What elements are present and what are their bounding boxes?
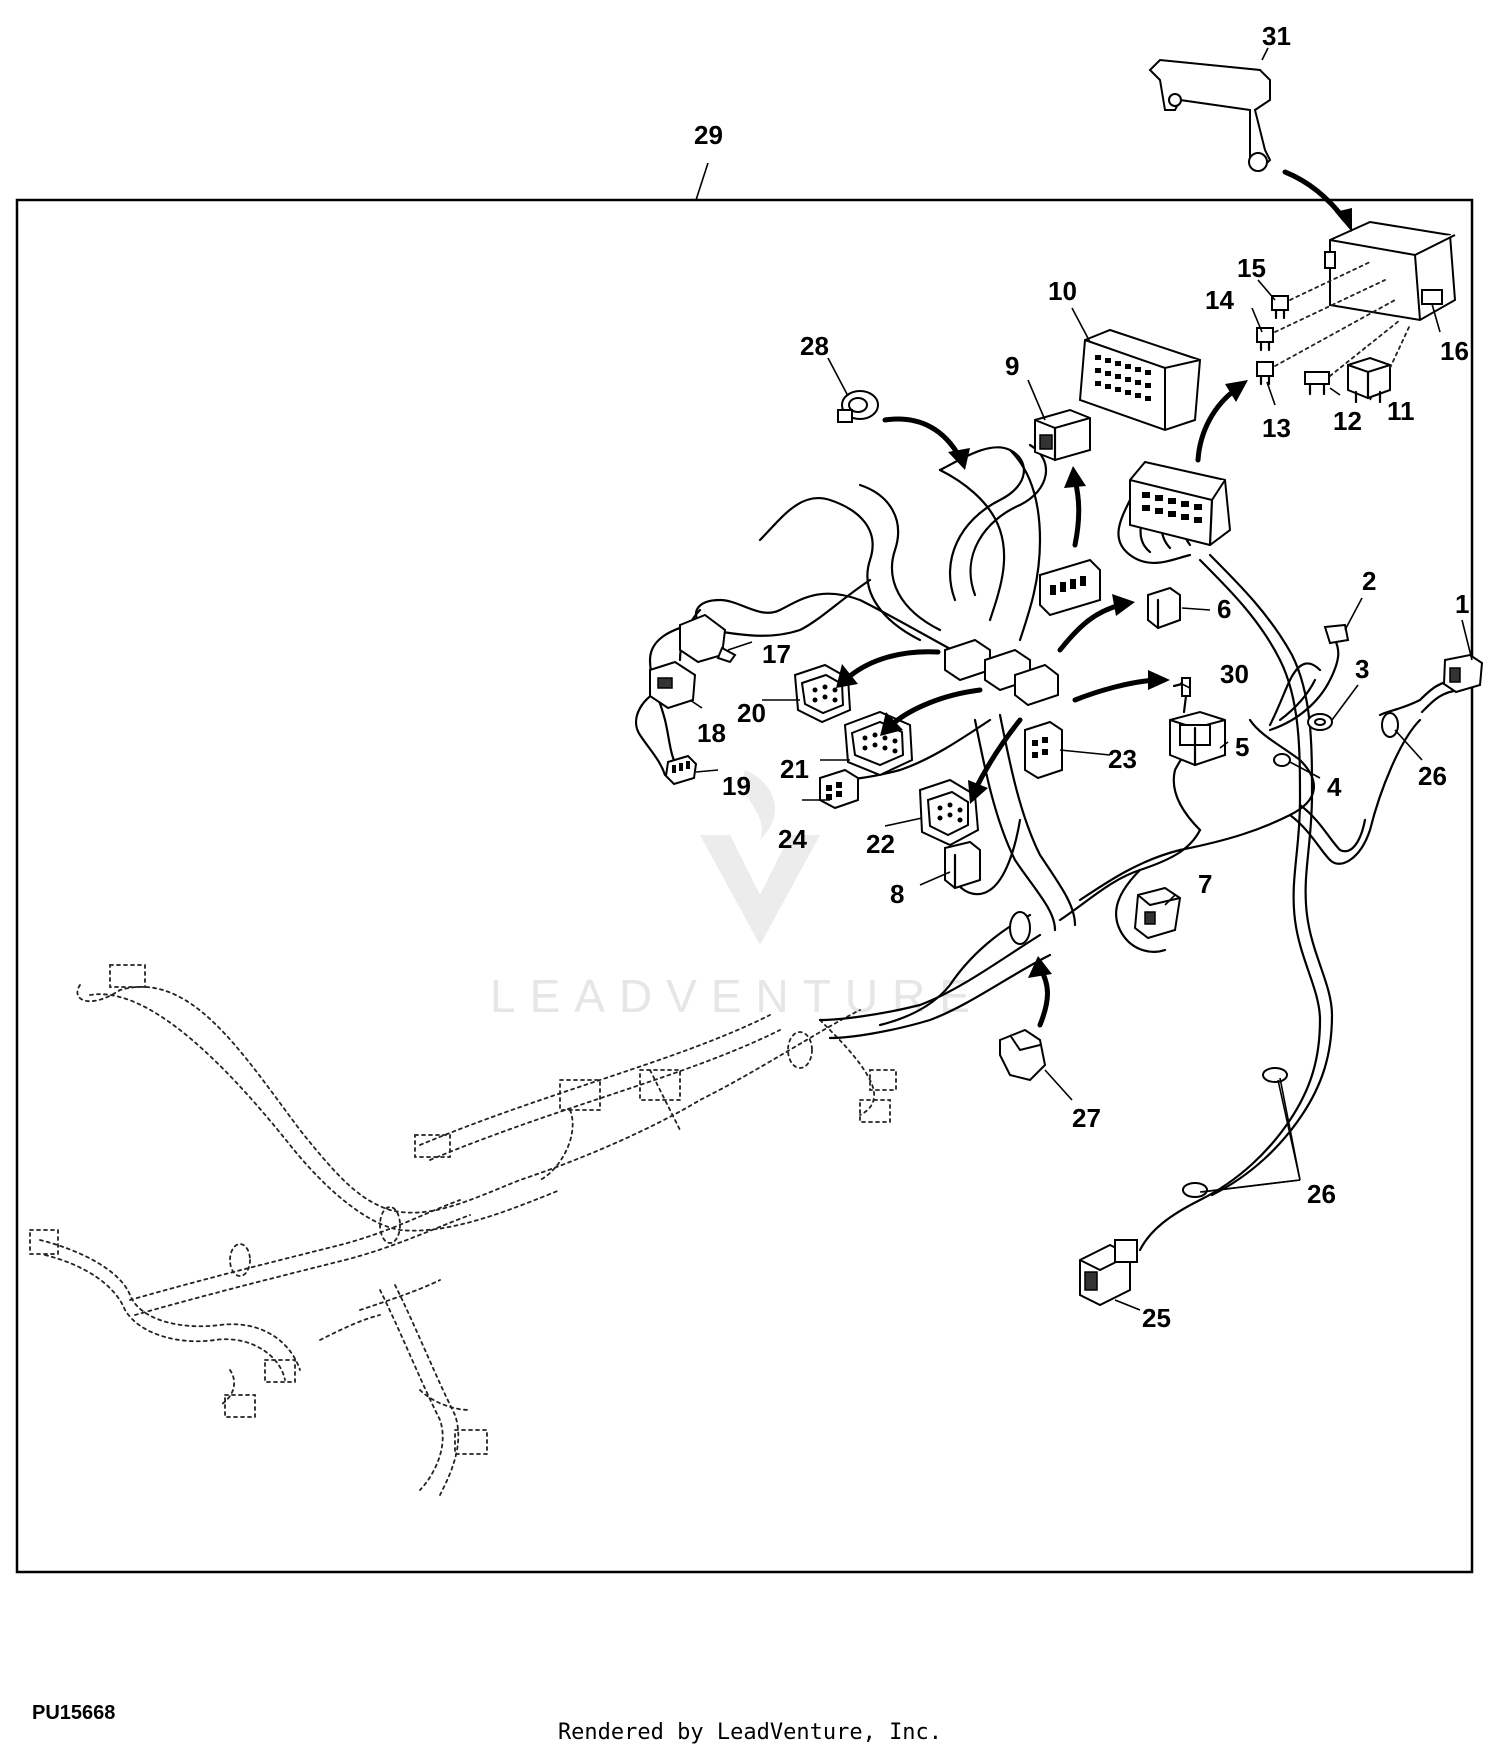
assembly-frame [15, 198, 1474, 1574]
callout-11: 11 [1387, 396, 1415, 426]
part-9-connector [1034, 408, 1091, 462]
callout-1: 1 [1455, 589, 1469, 619]
part-18-connector [649, 660, 697, 710]
part-3-ring-terminal [1307, 713, 1333, 731]
part-harness-main-connector [1039, 558, 1101, 617]
callout-28: 28 [800, 331, 829, 361]
part-26-tie-mid [1182, 1067, 1288, 1198]
watermark: LEADVENTURE [490, 770, 984, 1022]
part-clamp-lower [1009, 911, 1031, 945]
callout-19: 19 [722, 771, 751, 801]
callout-5: 5 [1235, 732, 1249, 762]
part-26-tie-top [1381, 712, 1399, 738]
callout-27: 27 [1072, 1103, 1101, 1133]
callout-22: 22 [866, 829, 895, 859]
part-1-connector [1442, 653, 1484, 694]
part-fuse-block-on-harness [1129, 460, 1232, 547]
part-22-connector [918, 778, 980, 847]
part-5-connector [1169, 710, 1226, 767]
render-credit: Rendered by LeadVenture, Inc. [557, 1720, 943, 1745]
part-2-terminal [1323, 623, 1350, 645]
callout-26-bottom: 26 [1307, 1179, 1336, 1209]
callout-labels: 1 2 3 4 5 6 7 8 9 10 11 12 13 14 15 16 1… [694, 21, 1469, 1333]
callout-6: 6 [1217, 594, 1231, 624]
callout-21: 21 [780, 754, 809, 784]
part-28-grommet [837, 390, 879, 423]
callout-12: 12 [1333, 406, 1362, 436]
assembly-arrows [836, 169, 1352, 1028]
callout-7: 7 [1198, 869, 1212, 899]
part-14-fuse [1256, 327, 1274, 352]
callout-30: 30 [1220, 659, 1249, 689]
part-24-connector [819, 768, 859, 810]
callout-24: 24 [778, 824, 807, 854]
callout-9: 9 [1005, 351, 1019, 381]
callout-20: 20 [737, 698, 766, 728]
figure-id: PU15668 [32, 1702, 116, 1724]
part-10-fuse-block [1078, 328, 1202, 432]
watermark-text: LEADVENTURE [490, 970, 984, 1022]
part-13-fuse [1256, 361, 1274, 386]
callout-25: 25 [1142, 1303, 1171, 1333]
callout-17: 17 [762, 639, 791, 669]
part-7-connector [1133, 886, 1182, 940]
part-harness-connectors-center [944, 638, 1059, 707]
part-19-connector [664, 754, 698, 786]
callout-2: 2 [1362, 566, 1376, 596]
part-16-relay-box [1324, 220, 1457, 322]
part-25-connector [1079, 1239, 1138, 1307]
ghost-harness [29, 964, 897, 1496]
callout-8: 8 [890, 879, 904, 909]
part-15-fuse [1271, 295, 1289, 320]
part-31-bracket [1148, 47, 1272, 172]
callout-13: 13 [1262, 413, 1291, 443]
callout-26-top: 26 [1418, 761, 1447, 791]
part-23-connector [1024, 720, 1063, 780]
part-27-clip [999, 1028, 1047, 1082]
part-12-diode [1304, 371, 1330, 396]
part-20-connector [793, 663, 852, 724]
leader-29 [695, 162, 709, 201]
part-8-connector [944, 840, 981, 890]
callout-31: 31 [1262, 21, 1291, 51]
part-11-relay [1347, 356, 1391, 404]
callout-4: 4 [1327, 772, 1342, 802]
callout-18: 18 [697, 718, 726, 748]
callout-10: 10 [1048, 276, 1077, 306]
callout-15: 15 [1237, 253, 1266, 283]
part-30-terminal [1172, 677, 1191, 714]
callout-3: 3 [1355, 654, 1369, 684]
main-harness [634, 443, 1462, 1252]
part-21-connector [843, 710, 914, 777]
part-6-connector [1147, 586, 1181, 630]
leader-lines [689, 279, 1473, 1311]
dash-lines-to-16 [1274, 261, 1411, 377]
callout-14: 14 [1205, 285, 1234, 315]
callout-29: 29 [694, 120, 723, 150]
part-4-clip [1273, 753, 1291, 767]
callout-23: 23 [1108, 744, 1137, 774]
part-17-connector [679, 613, 737, 664]
callout-16: 16 [1440, 336, 1469, 366]
